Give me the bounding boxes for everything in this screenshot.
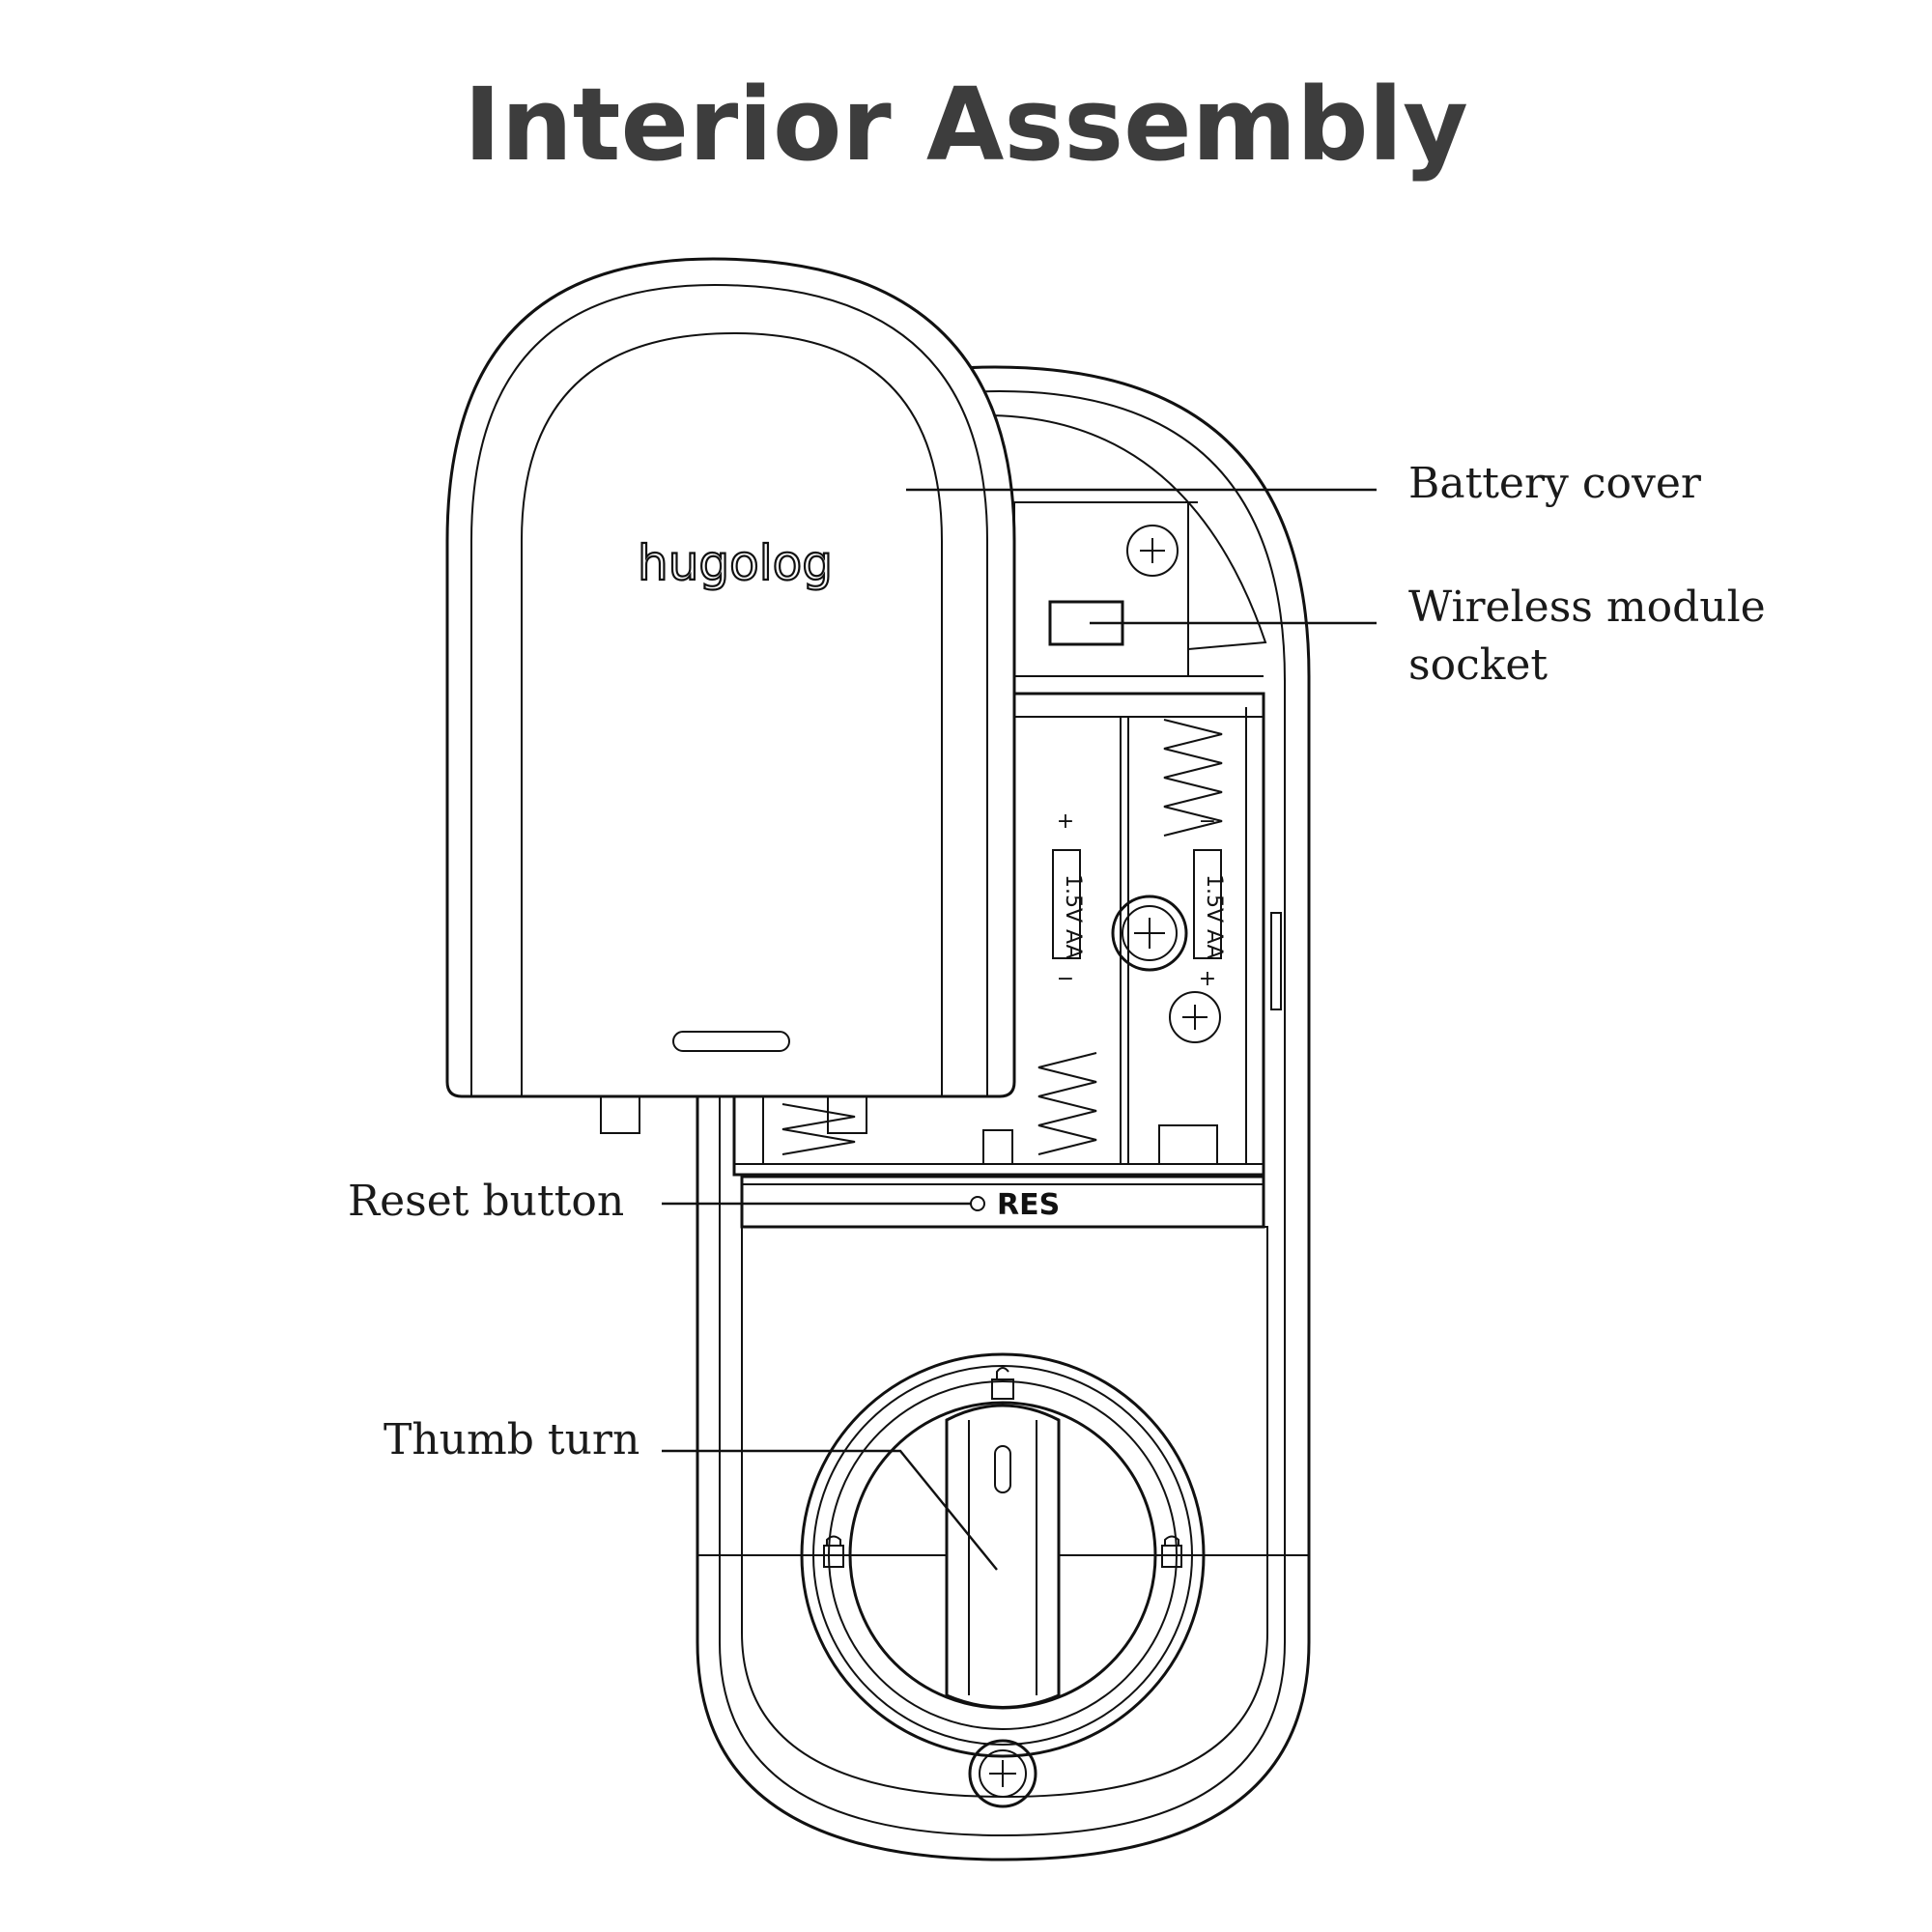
thumb-turn-leader xyxy=(662,1449,998,1571)
battery-marking-left: + 1.5V AA − xyxy=(1052,810,1085,991)
lock-indicator-top-icon xyxy=(991,1367,1014,1400)
spring-bottom-left xyxy=(1037,1052,1097,1155)
thumb-turn[interactable] xyxy=(945,1404,1061,1709)
svg-text:1.5V: 1.5V xyxy=(1061,874,1085,923)
bottom-screw xyxy=(968,1739,1037,1808)
svg-text:1.5V: 1.5V xyxy=(1202,874,1226,923)
thumb-turn-bezel xyxy=(800,1352,1206,1758)
module-area xyxy=(984,414,1267,677)
battery-marking-right: − 1.5V AA + xyxy=(1193,810,1226,991)
reset-button-label: Reset button xyxy=(348,1177,624,1226)
svg-text:−: − xyxy=(1057,967,1074,991)
svg-text:+: + xyxy=(1057,810,1074,834)
lock-indicator-left-icon xyxy=(823,1535,844,1568)
screw-top xyxy=(1126,525,1179,577)
lock-indicator-right-icon xyxy=(1161,1535,1182,1568)
wireless-socket-label: socket xyxy=(1408,640,1548,690)
svg-text:AA: AA xyxy=(1061,929,1085,959)
wireless-module-label: Wireless module xyxy=(1408,582,1766,632)
battery-cover[interactable] xyxy=(445,257,1016,1134)
svg-text:+: + xyxy=(1199,967,1216,991)
spring-top-right xyxy=(1163,719,1223,837)
page-title: Interior Assembly xyxy=(464,66,1468,184)
reset-strip xyxy=(740,1175,1265,1229)
battery-cover-label: Battery cover xyxy=(1408,459,1702,508)
spring-bottom-far-left xyxy=(781,1103,856,1155)
screw-right xyxy=(1169,991,1221,1043)
screw-center xyxy=(1111,895,1188,972)
svg-text:AA: AA xyxy=(1202,929,1226,959)
thumb-turn-label: Thumb turn xyxy=(384,1415,639,1464)
res-label: RES xyxy=(997,1188,1060,1222)
svg-text:−: − xyxy=(1199,810,1216,834)
brand-logo: hugolog xyxy=(638,535,833,591)
